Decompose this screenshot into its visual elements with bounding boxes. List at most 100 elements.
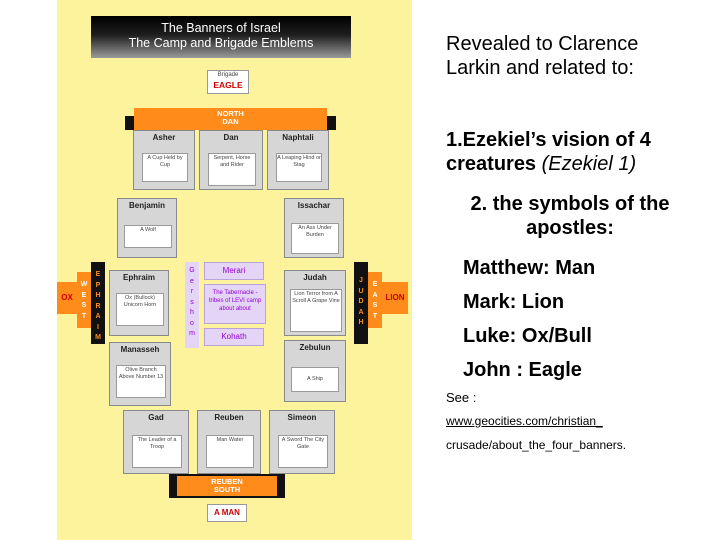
gershom-letter-4: s	[190, 298, 194, 306]
east-tribe-j: J	[359, 277, 363, 284]
tribe-gad-name: Gad	[148, 413, 164, 422]
diagram-title-line1: The Banners of Israel	[161, 21, 281, 35]
tribe-benjamin-box: Benjamin A Wolf	[117, 198, 177, 258]
south-banner-bar: REUBEN SOUTH	[177, 476, 277, 496]
west-tribe-m: M	[95, 334, 101, 341]
tribe-benjamin-emblem: A Wolf	[124, 225, 172, 248]
north-banner-bar: NORTH DAN	[134, 108, 327, 130]
tribe-issachar-box: Issachar An Ass Under Burden	[284, 198, 344, 258]
tribe-reuben-emblem: Man Water	[206, 435, 254, 468]
gershom-letter-2: e	[190, 277, 194, 285]
diagram-title-line2: The Camp and Brigade Emblems	[128, 36, 314, 50]
west-tribe-r: R	[95, 302, 101, 310]
north-label: NORTH	[217, 109, 244, 118]
tribe-judah-name: Judah	[303, 273, 327, 282]
tribe-issachar-emblem: An Ass Under Burden	[291, 223, 339, 254]
west-tribe-i: I	[97, 323, 99, 331]
east-dir-s: S	[372, 302, 378, 309]
tribe-naphtali-emblem: A Leaping Hind or Stag	[276, 153, 322, 182]
west-tribe-p: P	[95, 281, 101, 289]
tribe-manasseh-name: Manasseh	[120, 345, 160, 354]
east-tribe-h: H	[358, 319, 364, 326]
tribe-judah-box: Judah Lion Terror from A Scroll A Grape …	[284, 270, 346, 336]
south-leader-label: REUBEN	[211, 477, 243, 486]
tribe-dan-name: Dan	[223, 133, 239, 142]
north-brigade-label: Brigade	[217, 72, 239, 78]
tribe-reuben-name: Reuben	[214, 413, 244, 422]
gershom-letter-5: h	[190, 309, 194, 316]
gershom-letter-6: o	[190, 319, 194, 327]
tribe-simeon-emblem: A Sword The City Gate	[278, 435, 328, 468]
south-emblem-box: A MAN	[207, 504, 247, 522]
east-dir-t: T	[372, 312, 378, 320]
tribe-zebulun-box: Zebulun A Ship	[284, 340, 346, 402]
tribe-issachar-name: Issachar	[297, 201, 331, 210]
tribe-naphtali-name: Naphtali	[282, 133, 314, 142]
tribe-simeon-box: Simeon A Sword The City Gate	[269, 410, 335, 474]
west-dir-t: T	[81, 312, 87, 320]
west-dir-e: E	[81, 291, 87, 299]
merari-label: Merari	[222, 266, 246, 275]
west-tribe-bar: E P H R A I M	[91, 262, 105, 344]
east-dir-a: A	[372, 291, 378, 299]
gershom-letter-3: r	[190, 288, 194, 295]
west-emblem-box: OX	[57, 282, 77, 314]
source-link-continued: crusade/about_the_four_banners.	[446, 438, 627, 452]
north-bar-left-cap	[125, 116, 134, 130]
tribe-zebulun-name: Zebulun	[299, 343, 331, 352]
merari-box: Merari	[204, 262, 264, 280]
tribe-simeon-name: Simeon	[287, 413, 317, 422]
tribe-dan-emblem: Serpent, Horse and Rider	[208, 153, 256, 186]
gershom-letter-7: m	[189, 330, 195, 337]
east-tribe-a: A	[358, 308, 364, 316]
north-bar-right-cap	[327, 116, 336, 130]
tribe-zebulun-emblem: A Ship	[291, 367, 339, 392]
tribe-asher-name: Asher	[152, 133, 176, 142]
tribe-reuben-box: Reuben Man Water	[197, 410, 261, 474]
east-tribe-d: D	[358, 298, 364, 305]
west-tribe-a: A	[95, 313, 101, 320]
tribe-ephraim-name: Ephraim	[122, 273, 155, 282]
tribe-ephraim-emblem: Ox (Bullock) Unicorn Horn	[116, 293, 164, 326]
east-emblem-box: LION	[382, 282, 408, 314]
west-dir-w: W	[80, 281, 88, 288]
intro-text: Revealed to Clarence Larkin and related …	[446, 33, 639, 79]
tribe-gad-box: Gad The Leader of a Troop	[123, 410, 189, 474]
tribe-dan-box: Dan Serpent, Horse and Rider	[199, 130, 263, 190]
south-label: SOUTH	[213, 485, 241, 494]
levi-center-box: The Tabernacle - tribes of LEVI camp abo…	[204, 284, 266, 324]
item1-label: 1.Ezekiel’s vision of 4 creatures	[446, 129, 651, 175]
diagram-title-bar: The Banners of Israel The Camp and Briga…	[91, 16, 351, 58]
gershom-bar: G e r s h o m	[185, 262, 199, 348]
east-direction-bar: E A S T	[368, 272, 382, 328]
apostle-matthew: Matthew: Man	[463, 257, 596, 279]
east-emblem-label: LION	[385, 293, 405, 302]
north-leader-label: DAN	[222, 117, 239, 126]
tribe-benjamin-name: Benjamin	[128, 201, 165, 210]
west-tribe-h: H	[95, 292, 101, 299]
west-emblem-label: OX	[61, 293, 73, 302]
east-tribe-bar: J U D A H	[354, 262, 368, 344]
tribe-gad-emblem: The Leader of a Troop	[132, 435, 182, 468]
item1-reference: (Ezekiel 1)	[541, 153, 637, 175]
south-emblem-label: A MAN	[214, 508, 240, 517]
north-emblem-label: EAGLE	[213, 80, 243, 90]
kohath-box: Kohath	[204, 328, 264, 346]
tribe-judah-emblem: Lion Terror from A Scroll A Grape Vine	[290, 289, 342, 332]
see-label: See :	[446, 390, 477, 405]
east-dir-e: E	[372, 281, 378, 288]
item2-text: 2. the symbols of the apostles:	[470, 193, 670, 239]
tribe-naphtali-box: Naphtali A Leaping Hind or Stag	[267, 130, 329, 190]
west-direction-bar: W E S T	[77, 272, 91, 328]
apostle-mark: Mark: Lion	[463, 291, 565, 313]
tribe-manasseh-emblem: Olive Branch Above Number 13	[116, 365, 166, 398]
apostle-john: John : Eagle	[463, 359, 582, 381]
source-link[interactable]: www.geocities.com/christian_	[446, 414, 603, 428]
north-emblem-box: Brigade EAGLE	[207, 70, 249, 94]
tribe-ephraim-box: Ephraim Ox (Bullock) Unicorn Horn	[109, 270, 169, 336]
levi-center-label: The Tabernacle - tribes of LEVI camp abo…	[208, 290, 262, 312]
east-tribe-u: U	[358, 287, 364, 295]
apostle-luke: Luke: Ox/Bull	[463, 325, 592, 347]
tribe-asher-box: Asher A Cup Held by Cup	[133, 130, 195, 190]
tribe-asher-emblem: A Cup Held by Cup	[142, 153, 188, 182]
